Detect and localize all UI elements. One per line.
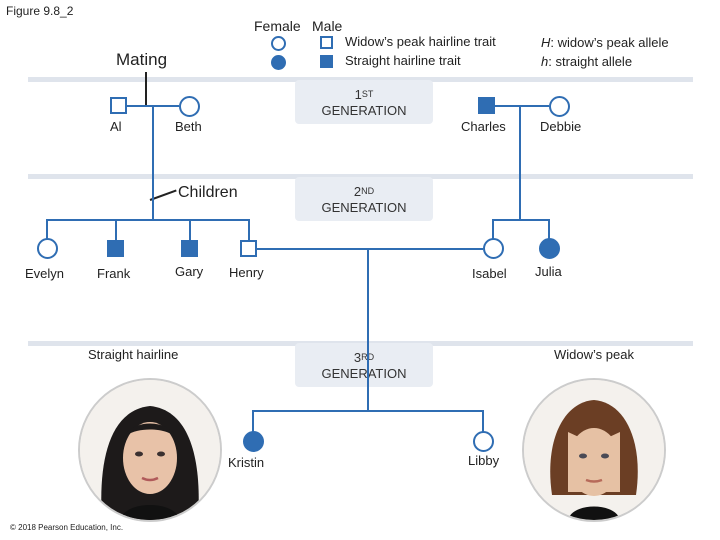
isabel-symbol	[483, 238, 504, 259]
generation-divider-2	[28, 174, 693, 179]
children-annotation: Children	[178, 184, 238, 201]
libby-name: Libby	[468, 453, 500, 468]
kristin-name: Kristin	[228, 455, 265, 470]
evelyn-name: Evelyn	[25, 266, 65, 281]
figure-label: Figure 9.8_2	[6, 4, 74, 18]
gary-name: Gary	[175, 264, 204, 279]
debbie-symbol	[549, 96, 570, 117]
legend-female-header: Female	[254, 18, 301, 34]
legend-widows-peak-trait: Widow’s peak hairline trait	[345, 34, 496, 49]
mating-pointer	[145, 72, 147, 106]
beth-symbol	[179, 96, 200, 117]
charles-name: Charles	[461, 119, 506, 134]
generation-divider-1	[28, 77, 693, 82]
al-beth-sibship-line	[46, 219, 250, 221]
isabel-name: Isabel	[472, 266, 507, 281]
libby-drop	[482, 410, 484, 432]
legend-male-unaffected-symbol	[320, 36, 333, 49]
al-name: Al	[110, 119, 122, 134]
legend-male-header: Male	[312, 18, 343, 34]
legend-male-affected-symbol	[320, 55, 333, 68]
debbie-name: Debbie	[540, 119, 582, 134]
allele-H-text: : widow’s peak allele	[550, 35, 669, 50]
copyright-notice: © 2018 Pearson Education, Inc.	[10, 523, 124, 532]
legend-allele-dominant: H: widow’s peak allele	[541, 35, 669, 50]
allele-H-symbol: H	[541, 35, 551, 50]
henry-name: Henry	[229, 265, 264, 280]
allele-h-text: : straight allele	[548, 54, 633, 69]
kristin-drop	[252, 410, 254, 432]
isabel-drop	[492, 219, 494, 239]
charles-debbie-descent-line	[519, 106, 521, 221]
al-beth-descent-line	[152, 106, 154, 221]
gary-drop	[189, 219, 191, 241]
evelyn-drop	[46, 219, 48, 239]
gary-symbol	[181, 240, 198, 257]
generation-label-3: 3RD GENERATION	[295, 343, 433, 387]
henry-isabel-descent-line	[367, 249, 369, 411]
straight-hairline-portrait	[78, 378, 222, 522]
frank-name: Frank	[97, 266, 131, 281]
frank-symbol	[107, 240, 124, 257]
mating-annotation: Mating	[116, 50, 168, 69]
allele-h-symbol: h	[541, 54, 549, 69]
frank-drop	[115, 219, 117, 241]
henry-drop	[248, 219, 250, 241]
legend-allele-recessive: h: straight allele	[541, 54, 632, 69]
henry-isabel-sibship-line	[252, 410, 484, 412]
evelyn-symbol	[37, 238, 58, 259]
henry-symbol	[240, 240, 257, 257]
charles-debbie-sibship-line	[492, 219, 550, 221]
kristin-symbol	[243, 431, 264, 452]
widows-peak-portrait	[522, 378, 666, 522]
generation-label-1: 1ST GENERATION	[295, 80, 433, 124]
straight-hairline-annotation: Straight hairline	[88, 347, 179, 362]
legend-female-affected-symbol	[271, 55, 286, 70]
legend-female-unaffected-symbol	[271, 36, 286, 51]
julia-symbol	[539, 238, 560, 259]
widows-peak-annotation: Widow’s peak	[554, 347, 634, 362]
charles-debbie-marriage-line	[495, 105, 549, 107]
libby-symbol	[473, 431, 494, 452]
beth-name: Beth	[175, 119, 202, 134]
julia-name: Julia	[535, 264, 562, 279]
generation-label-2: 2ND GENERATION	[295, 177, 433, 221]
henry-isabel-marriage-line	[257, 248, 483, 250]
legend-straight-trait: Straight hairline trait	[345, 53, 461, 68]
julia-drop	[548, 219, 550, 239]
charles-symbol	[478, 97, 495, 114]
al-symbol	[110, 97, 127, 114]
